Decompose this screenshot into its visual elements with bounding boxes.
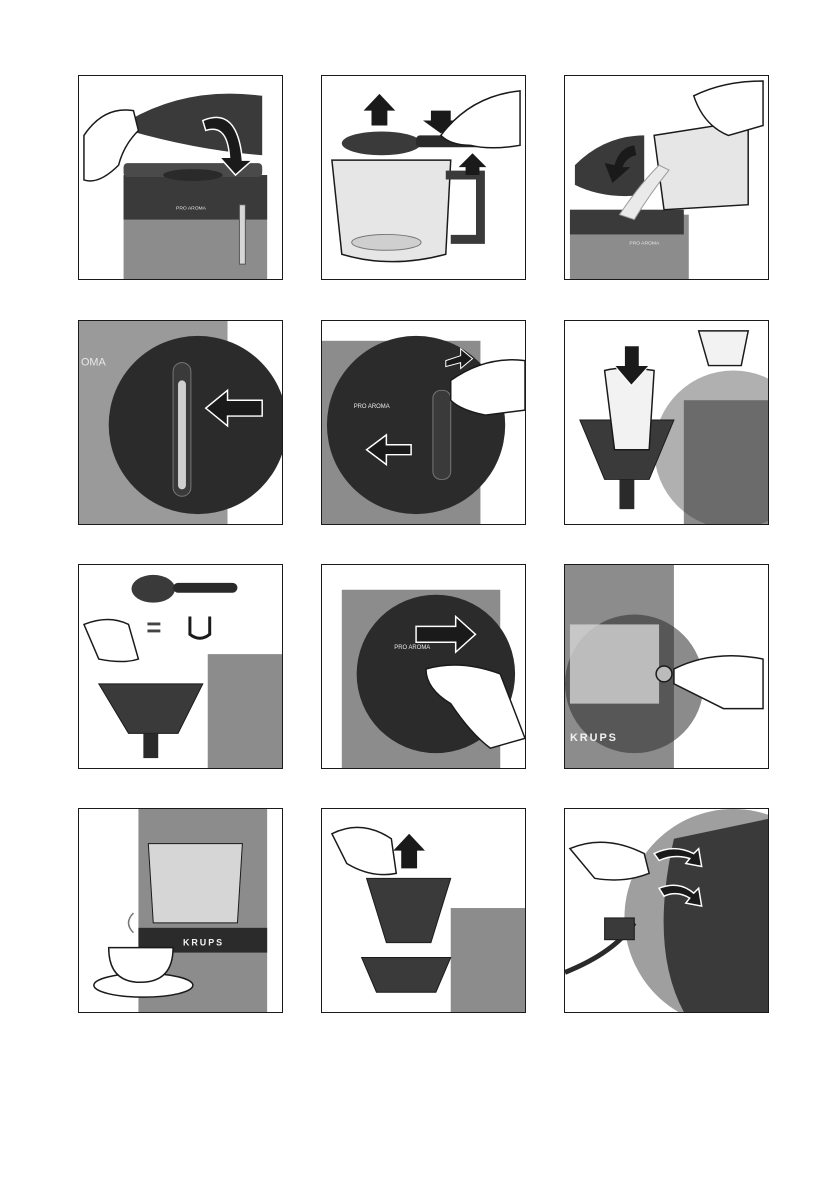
panel-11-remove-filter [321,808,526,1013]
krups-logo: KRUPS [183,938,224,948]
black-arrow-icon [364,94,396,126]
panel-9-press-switch: KRUPS [564,564,769,769]
krups-logo: KRUPS [570,732,618,744]
pro-aroma-label: PRO AROMA [394,645,430,651]
cup-icon [190,616,210,638]
panel-7-add-coffee: = [78,564,283,769]
pro-aroma-label: PRO AROMA [629,240,660,246]
panel-10-serve-coffee: KRUPS [78,808,283,1013]
filter-paper-icon [699,331,749,366]
pro-aroma-label: PRO AROMA [176,206,207,212]
panel-8-close-lid-brew: PRO AROMA [321,564,526,769]
panel-6-insert-filter [564,320,769,525]
hand-icon [332,827,396,874]
plug-icon [605,918,635,940]
panel-3-fill-water: PRO AROMA [564,75,769,280]
hand-icon [570,842,649,880]
panel-1-open-lid: PRO AROMA [78,75,283,280]
panel-5-close-lid: PRO AROMA [321,320,526,525]
panel-2-remove-carafe-lid [321,75,526,280]
panel-12-cord-storage [564,808,769,1013]
equals-sign: = [146,614,161,642]
on-off-switch [656,666,672,682]
pro-aroma-label: PRO AROMA [354,404,390,410]
hand-icon [84,619,138,661]
panel-4-water-gauge: OMA [78,320,283,525]
hand-icon [441,91,520,148]
black-arrow-icon [393,834,425,869]
pro-aroma-cropped-label: OMA [81,357,107,369]
